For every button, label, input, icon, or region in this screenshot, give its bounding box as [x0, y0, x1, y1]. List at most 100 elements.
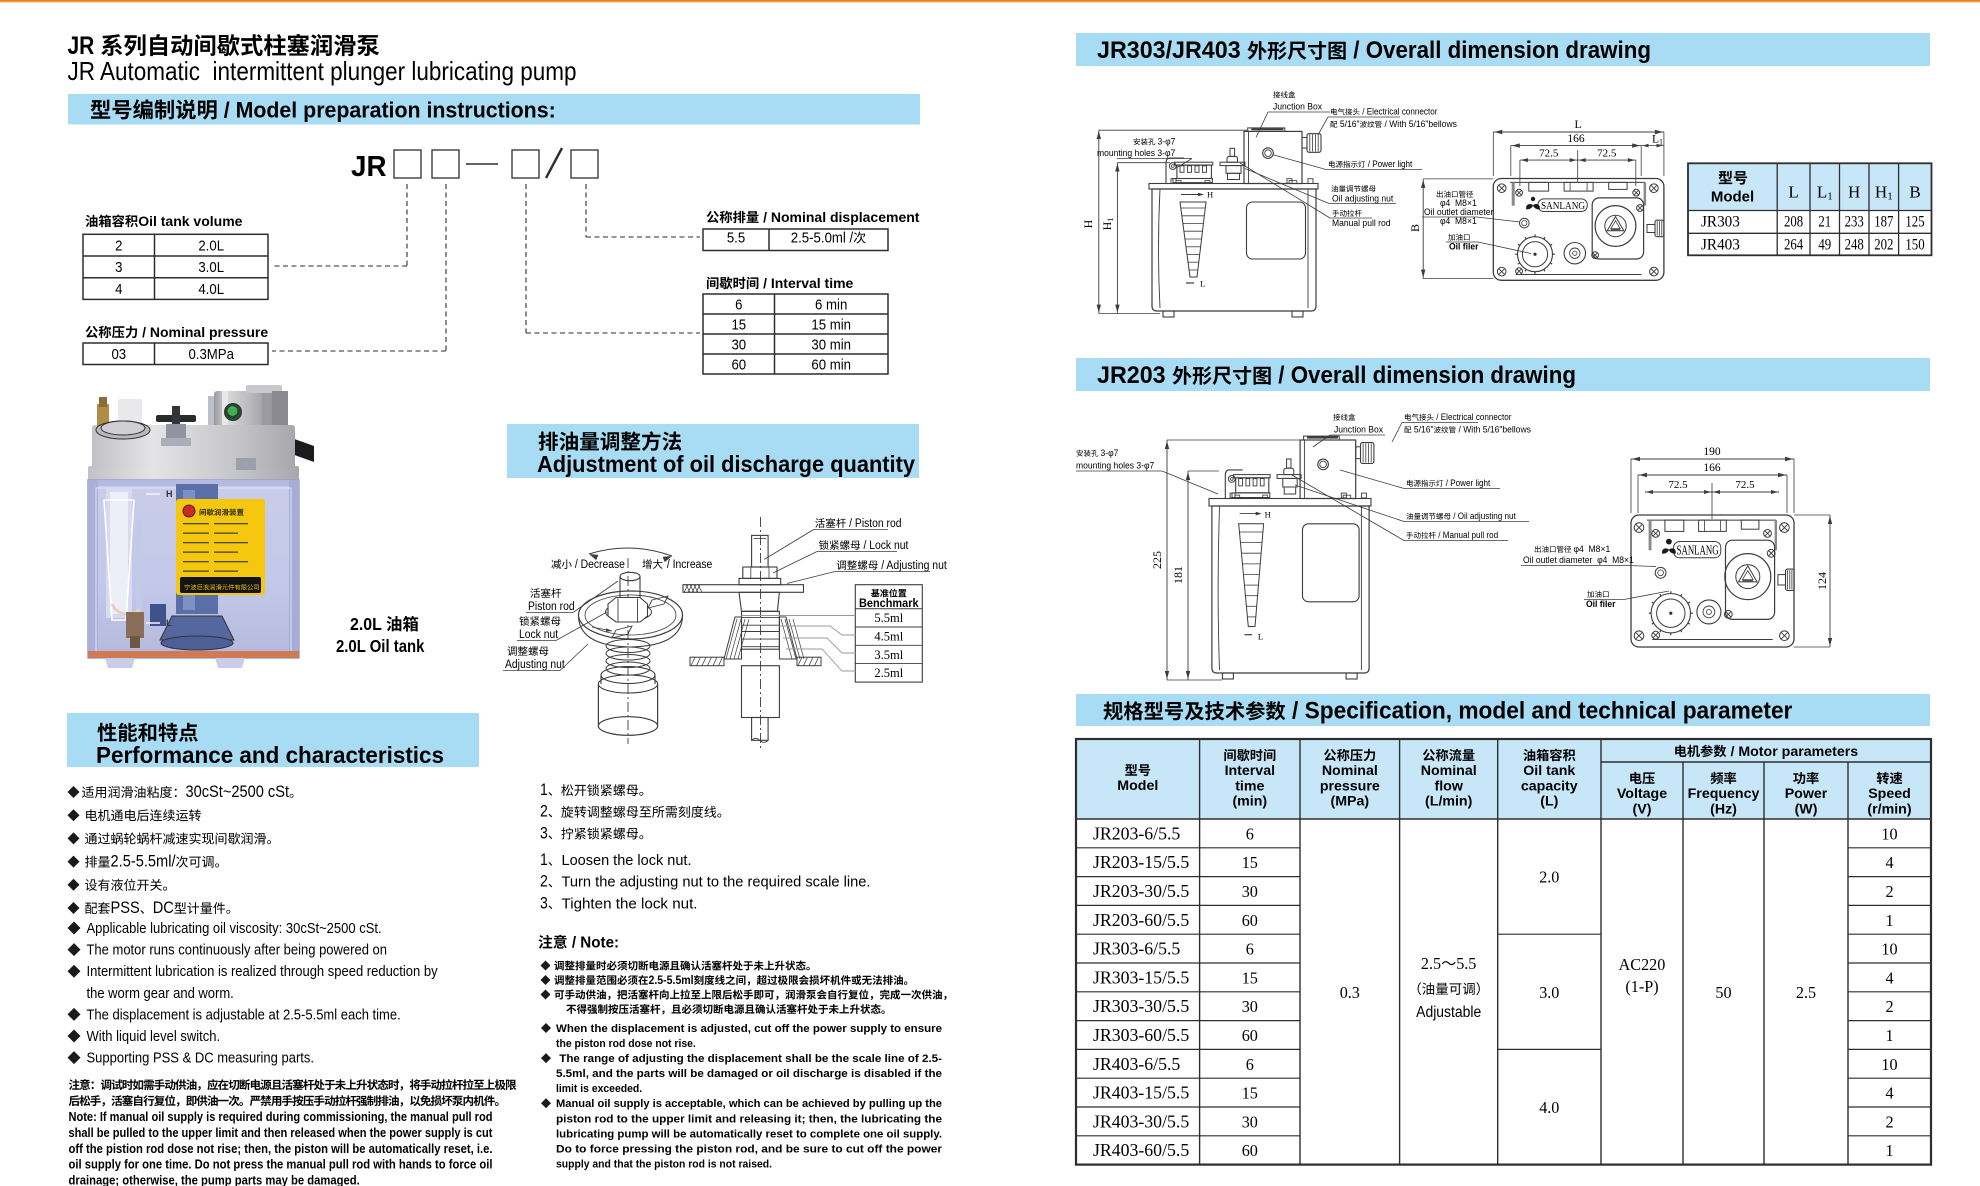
svg-text:3.0: 3.0 — [1539, 983, 1559, 1002]
svg-text:Nominal: Nominal — [1322, 763, 1378, 779]
svg-text:JR303: JR303 — [1701, 214, 1740, 231]
svg-text:Adjusting nut: Adjusting nut — [505, 659, 566, 671]
svg-text:JR303/JR403: JR303/JR403 — [1097, 37, 1247, 64]
svg-text:/ Power light: / Power light — [1366, 159, 1413, 169]
svg-text:H: H — [1081, 219, 1095, 228]
svg-text:Model: Model — [1711, 188, 1754, 205]
svg-text:The motor runs continuously af: The motor runs continuously after being … — [87, 942, 388, 959]
svg-text:time: time — [1235, 778, 1264, 794]
svg-text:Oil outlet diameter φ4 M8×1: Oil outlet diameter φ4 M8×1 — [1523, 555, 1634, 565]
svg-text:150: 150 — [1905, 237, 1924, 254]
svg-text:202: 202 — [1874, 237, 1893, 254]
svg-text:/ Manual pull rod: / Manual pull rod — [1436, 530, 1498, 540]
svg-text:Benchmark: Benchmark — [859, 598, 919, 610]
svg-text:3: 3 — [540, 824, 548, 842]
svg-text:(L/min): (L/min) — [1425, 794, 1473, 810]
svg-text:Junction Box: Junction Box — [1273, 102, 1322, 112]
svg-text:Manual pull rod: Manual pull rod — [1332, 218, 1391, 228]
svg-text:1: 1 — [1885, 911, 1893, 930]
svg-text:30: 30 — [1242, 997, 1258, 1016]
svg-text:/ Model preparation instructio: / Model preparation instructions: — [218, 98, 556, 123]
svg-text:JR403-6/5.5: JR403-6/5.5 — [1093, 1054, 1180, 1074]
svg-text:Frequency: Frequency — [1688, 786, 1760, 802]
svg-text:JR Automatic intermittent plu: JR Automatic intermittent plunger lubric… — [68, 56, 577, 86]
svg-text:(V): (V) — [1633, 801, 1652, 817]
svg-text:125: 125 — [1905, 214, 1924, 231]
svg-text:Supporting PSS & DC measuring: Supporting PSS & DC measuring parts. — [87, 1050, 315, 1067]
svg-text:L: L — [1258, 632, 1263, 642]
svg-text:2: 2 — [540, 873, 548, 891]
svg-text:233: 233 — [1845, 214, 1864, 231]
svg-text:0.3: 0.3 — [1340, 983, 1360, 1002]
svg-text:1: 1 — [1885, 1141, 1893, 1160]
svg-text:H1: H1 — [1100, 218, 1115, 231]
svg-text:15 min: 15 min — [811, 316, 851, 333]
svg-text:3-φ7: 3-φ7 — [1158, 137, 1176, 147]
svg-text:/ Decrease: / Decrease — [572, 559, 625, 571]
svg-text:Junction Box: Junction Box — [1334, 425, 1383, 435]
svg-text:2.5: 2.5 — [1796, 983, 1816, 1002]
svg-text:0.3MPa: 0.3MPa — [188, 346, 234, 363]
svg-text:/ Electrical connector: / Electrical connector — [1434, 412, 1511, 422]
svg-text:2: 2 — [1885, 882, 1893, 901]
svg-text:15: 15 — [1242, 853, 1258, 872]
svg-text:181: 181 — [1171, 566, 1185, 584]
svg-text:/ Electrical connector: / Electrical connector — [1360, 107, 1437, 117]
svg-text:2.0L Oil tank: 2.0L Oil tank — [336, 636, 425, 656]
svg-text:/ Adjusting nut: / Adjusting nut — [878, 560, 947, 572]
svg-text:/ With 5/16"bellows: / With 5/16"bellows — [1382, 119, 1457, 129]
svg-text:2.5ml: 2.5ml — [874, 666, 903, 680]
svg-text:10: 10 — [1881, 1055, 1897, 1074]
svg-text:3: 3 — [115, 259, 122, 276]
svg-text:5/16": 5/16" — [1338, 119, 1360, 129]
svg-text:With liquid level switch.: With liquid level switch. — [87, 1028, 221, 1045]
svg-text:2.5-5.0ml /: 2.5-5.0ml / — [791, 229, 854, 246]
svg-text:JR303-30/5.5: JR303-30/5.5 — [1093, 996, 1189, 1016]
svg-text:15: 15 — [1242, 968, 1258, 987]
svg-text:JR403: JR403 — [1701, 237, 1740, 254]
svg-text:AC220: AC220 — [1619, 955, 1666, 974]
svg-text:3-φ7: 3-φ7 — [1101, 448, 1119, 458]
svg-text:/ Motor parameters: / Motor parameters — [1727, 744, 1859, 760]
svg-text:JR403-30/5.5: JR403-30/5.5 — [1093, 1111, 1189, 1131]
svg-text:pressure: pressure — [1320, 778, 1380, 794]
svg-text:JR303-60/5.5: JR303-60/5.5 — [1093, 1025, 1189, 1045]
svg-text:Power: Power — [1785, 786, 1828, 802]
svg-text:/ Oil adjusting nut: / Oil adjusting nut — [1451, 511, 1516, 521]
svg-text:Loosen the lock nut.: Loosen the lock nut. — [562, 852, 692, 869]
svg-text:60: 60 — [1242, 911, 1258, 930]
svg-text:190: 190 — [1703, 446, 1721, 458]
svg-text:03: 03 — [111, 346, 126, 363]
svg-text:JR203-6/5.5: JR203-6/5.5 — [1093, 823, 1180, 843]
svg-text:4: 4 — [115, 281, 122, 298]
svg-text:3.5ml: 3.5ml — [874, 648, 903, 662]
svg-text:lubricating pump will be autom: lubricating pump will be automatically r… — [556, 1128, 942, 1140]
svg-text:248: 248 — [1845, 237, 1864, 254]
svg-text:flow: flow — [1435, 778, 1464, 794]
svg-text:Model: Model — [1117, 778, 1158, 794]
svg-text:49: 49 — [1818, 237, 1831, 254]
svg-text:2.0: 2.0 — [1539, 868, 1559, 887]
svg-text:oil supply for one time. Do no: oil supply for one time. Do not press th… — [69, 1158, 493, 1172]
svg-text:mounting holes 3-φ7: mounting holes 3-φ7 — [1076, 461, 1154, 471]
svg-text:/ Piston rod: / Piston rod — [846, 518, 901, 530]
svg-text:SANLANG: SANLANG — [1541, 201, 1585, 212]
svg-text:/ Overall dimension drawing: / Overall dimension drawing — [1272, 362, 1576, 389]
svg-text:5.5ml, and the parts will be d: 5.5ml, and the parts will be damaged or … — [556, 1068, 942, 1080]
svg-text:21: 21 — [1818, 214, 1831, 231]
svg-text:Note: If manual oil supply is: Note: If manual oil supply is required d… — [69, 1110, 493, 1124]
svg-text:72.5: 72.5 — [1735, 479, 1755, 491]
svg-text:30: 30 — [731, 336, 746, 353]
svg-text:5.5: 5.5 — [727, 229, 745, 246]
svg-text:piston rod to the upper limit: piston rod to the upper limit and releas… — [556, 1113, 942, 1125]
svg-text:Adjustment of oil discharge qu: Adjustment of oil discharge quantity — [537, 451, 915, 477]
svg-text:6: 6 — [1246, 824, 1254, 843]
svg-text:166: 166 — [1703, 462, 1721, 474]
svg-text:φ4 M8×1: φ4 M8×1 — [1440, 216, 1477, 226]
svg-text:JR303-15/5.5: JR303-15/5.5 — [1093, 967, 1189, 987]
svg-text:Intermittent lubrication is re: Intermittent lubrication is realized thr… — [87, 963, 438, 980]
svg-text:Applicable lubricating oil vis: Applicable lubricating oil viscosity: 30… — [87, 920, 382, 937]
svg-text:(Hz): (Hz) — [1710, 801, 1737, 817]
svg-text:The displacement is adjustable: The displacement is adjustable at 2.5-5.… — [87, 1006, 401, 1023]
svg-text:2: 2 — [115, 238, 122, 255]
